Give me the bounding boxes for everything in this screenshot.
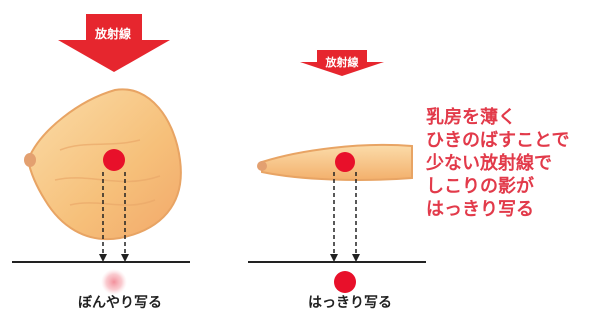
left-blurry-shadow bbox=[101, 269, 127, 295]
left-tumor bbox=[103, 149, 125, 171]
explanation-line: はっきり写る bbox=[426, 199, 534, 220]
explanation-line: 乳房を薄く bbox=[426, 107, 516, 128]
explanation-line: ひきのばすことで bbox=[426, 130, 570, 151]
left-panel bbox=[12, 14, 190, 295]
right-radiation-arrow bbox=[300, 50, 384, 76]
explanation-line: 少ない放射線で bbox=[426, 153, 552, 174]
explanation-line: しこりの影が bbox=[426, 176, 534, 197]
explanation-text: 乳房を薄く ひきのばすことで 少ない放射線で しこりの影が はっきり写る bbox=[426, 106, 569, 221]
right-arrow-label: 放射線 bbox=[325, 56, 359, 69]
left-nipple bbox=[24, 153, 36, 167]
right-panel bbox=[248, 50, 426, 293]
right-tumor bbox=[335, 152, 355, 172]
left-breast-tissue bbox=[54, 139, 161, 206]
right-sharp-shadow bbox=[334, 271, 356, 293]
left-caption: ぼんやり写る bbox=[78, 295, 162, 311]
left-arrow-label: 放射線 bbox=[94, 27, 131, 41]
left-radiation-arrow bbox=[58, 14, 170, 72]
right-caption: はっきり写る bbox=[308, 295, 392, 311]
right-nipple bbox=[257, 161, 267, 171]
